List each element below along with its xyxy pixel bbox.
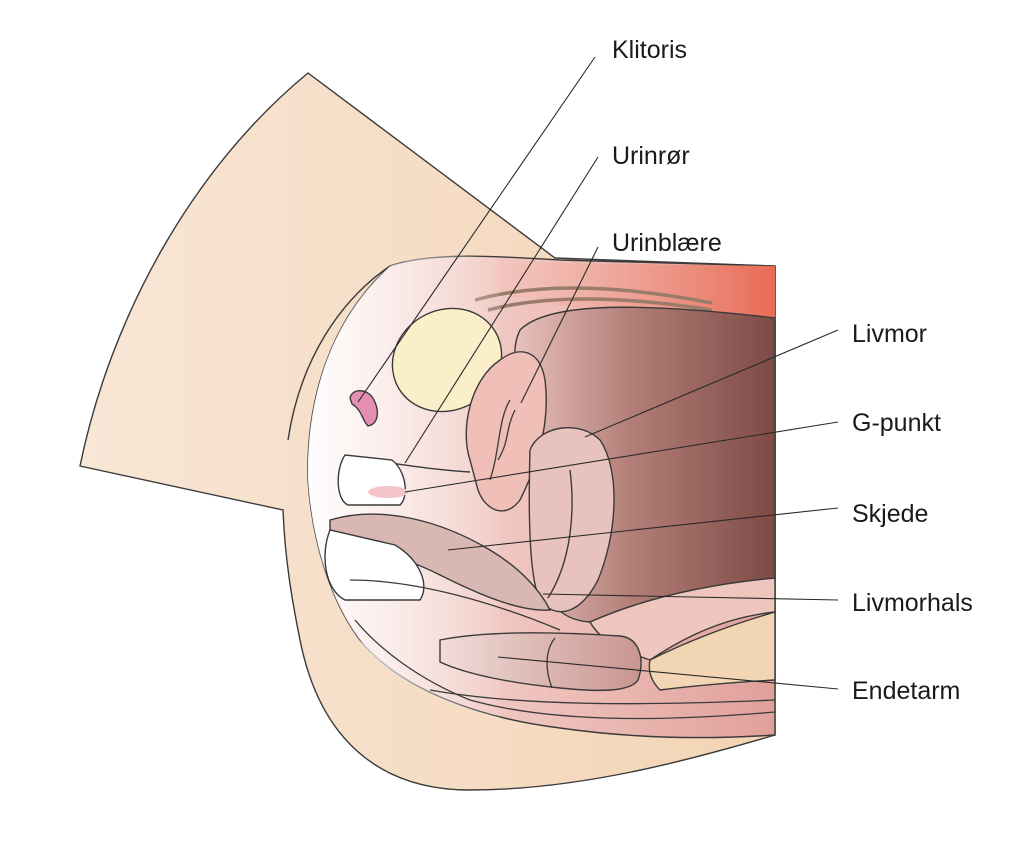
leader-endetarm [497,656,839,690]
abdominal-wall-line-1 [474,286,713,305]
leader-skjede [447,507,839,551]
label-klitoris: Klitoris [612,36,687,64]
leader-g-punkt [404,421,839,493]
label-g-punkt: G-punkt [852,409,941,437]
leader-urinblaere [520,246,599,404]
labels: Klitoris Urinrør Urinblære Livmor G-punk… [612,36,973,705]
label-endetarm: Endetarm [852,677,960,705]
thigh-contour [287,265,391,441]
rectum [439,632,642,692]
clitoris [349,390,379,427]
leader-klitoris [357,56,596,403]
label-livmorhals: Livmorhals [852,589,973,617]
leader-livmorhals [542,593,839,601]
pelvic-floor-line-2 [354,619,776,720]
cervical-canal [547,469,573,599]
g-spot [368,486,408,498]
abdominal-wall-line-2 [487,297,713,312]
leader-lines [357,56,839,690]
fat-band [648,611,776,691]
label-urinror: Urinrør [612,142,690,170]
bladder-wall-fold [489,399,516,481]
leader-urinror [404,156,599,464]
rectum-fold [546,637,556,689]
label-urinblaere: Urinblære [612,229,722,257]
labia [324,529,425,601]
leader-livmor [584,329,839,438]
label-livmor: Livmor [852,320,927,348]
label-skjede: Skjede [852,500,928,528]
pelvic-floor-line-3 [429,689,776,705]
pelvic-floor-line-1 [349,579,561,631]
